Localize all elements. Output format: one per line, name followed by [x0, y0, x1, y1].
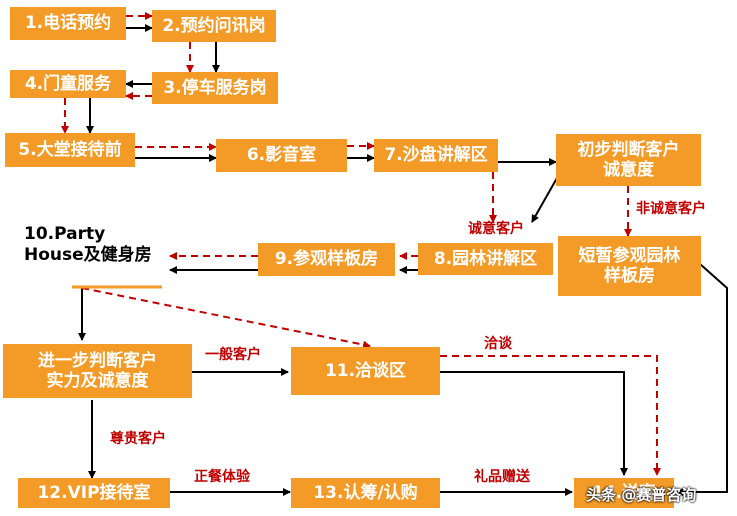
node-11-negotiation: 11.洽谈区 — [291, 347, 440, 395]
node-12-vip-room: 12.VIP接待室 — [18, 478, 170, 508]
label-vip: 尊贵客户 — [110, 431, 166, 447]
label-non-sincere: 非诚意客户 — [636, 201, 706, 217]
node-9-model-room: 9.参观样板房 — [258, 243, 395, 276]
node-short-visit: 短暂参观园林 样板房 — [558, 236, 701, 296]
dashed-arrow-11-to-14 — [440, 355, 661, 476]
node-6-av-room: 6.影音室 — [216, 139, 347, 172]
arrow-judge-to-8 — [531, 177, 558, 223]
node-1-phone-booking: 1.电话预约 — [10, 7, 126, 40]
label-sincere: 诚意客户 — [468, 221, 524, 237]
watermark: 头条 @赛普咨询 — [586, 486, 697, 504]
dashed-arrow-10-to-11 — [81, 287, 371, 349]
node-10-party-house: 10.Party House及健身房 — [24, 224, 152, 266]
node-judge-sincerity: 初步判断客户 诚意度 — [556, 134, 701, 186]
label-formal-dining: 正餐体验 — [194, 469, 250, 485]
label-negotiate: 洽谈 — [484, 336, 512, 352]
node-8-garden: 8.园林讲解区 — [418, 243, 553, 275]
node-4-doorman: 4.门童服务 — [10, 70, 126, 98]
node-3-parking-service: 3.停车服务岗 — [152, 72, 278, 104]
node-14-farewell: 14.送客 — [574, 478, 674, 508]
label-general: 一般客户 — [205, 347, 261, 363]
arrow-short-visit-to-14 — [675, 263, 728, 496]
node-7-sand-table: 7.沙盘讲解区 — [374, 139, 498, 172]
node-judge-strength: 进一步判断客户 实力及诚意度 — [3, 344, 192, 398]
label-gift: 礼品赠送 — [474, 469, 530, 485]
node-2-booking-desk: 2.预约问讯岗 — [152, 10, 276, 42]
node-5-lobby: 5.大堂接待前 — [5, 133, 135, 167]
arrow-11-to-14 — [440, 371, 628, 476]
node-13-subscription: 13.认筹/认购 — [291, 478, 440, 508]
